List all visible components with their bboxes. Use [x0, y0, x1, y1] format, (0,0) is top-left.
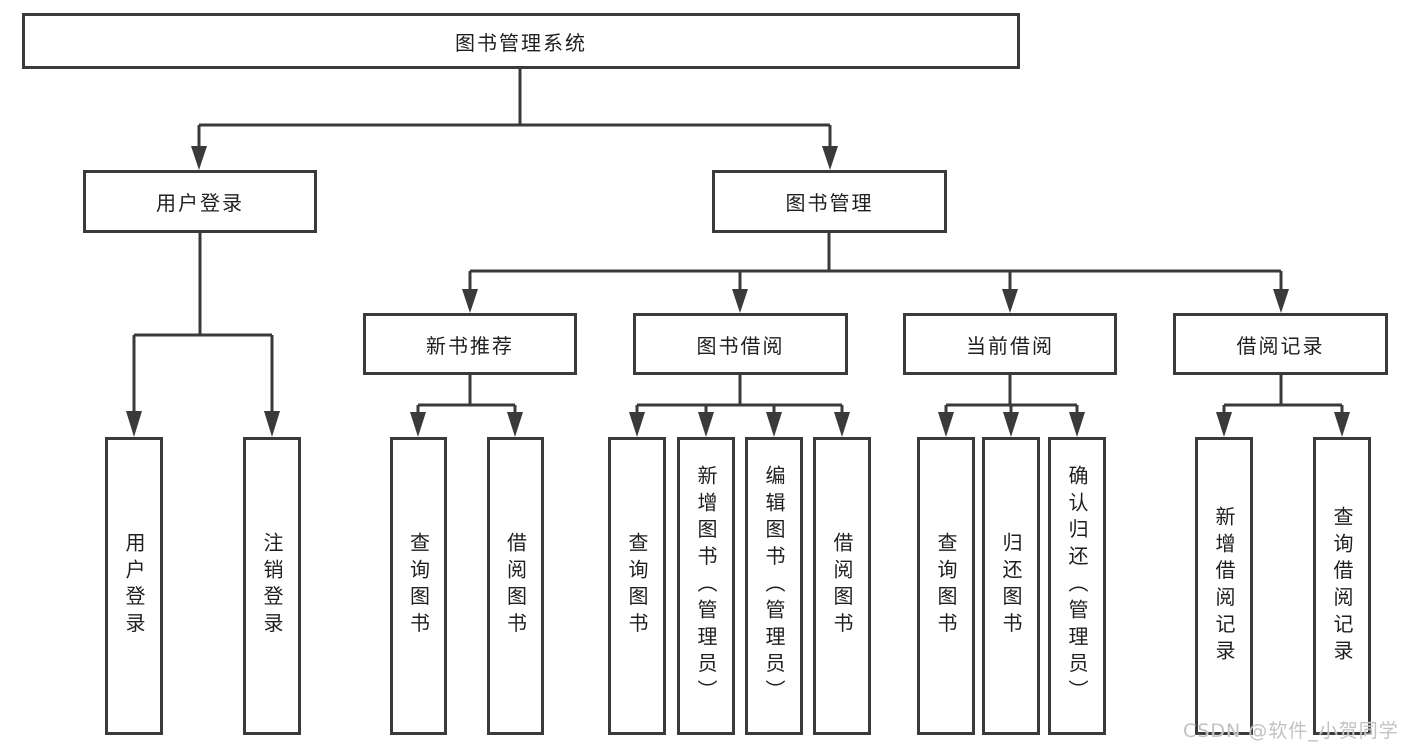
node-label: 用户登录 — [156, 191, 244, 215]
node-label: 图书管理 — [785, 191, 874, 215]
node-current-borrowing: 当前借阅 — [903, 313, 1117, 375]
node-label: 新增借阅记录 — [1212, 505, 1236, 667]
node-label: 图书借阅 — [696, 333, 785, 358]
csdn-watermark: CSDN @软件_小贺同学 — [1183, 720, 1399, 742]
node-label: 确认归还（管理员） — [1065, 465, 1089, 707]
leaf-return-books: 归还图书 — [982, 437, 1040, 735]
node-label: 借阅图书 — [830, 532, 854, 640]
node-label: 编辑图书（管理员） — [762, 465, 786, 707]
node-user-login: 用户登录 — [83, 170, 317, 233]
node-label: 注销登录 — [260, 532, 284, 640]
node-label: 借阅图书 — [503, 532, 528, 640]
node-library-management-system: 图书管理系统 — [22, 13, 1020, 69]
leaf-user-login: 用户登录 — [105, 437, 163, 735]
node-label: 查询图书 — [625, 532, 649, 640]
leaf-add-borrow-record: 新增借阅记录 — [1195, 437, 1253, 735]
leaf-query-books: 查询图书 — [917, 437, 975, 735]
node-label: 查询图书 — [934, 532, 958, 640]
node-label: 新书推荐 — [426, 333, 514, 358]
leaf-borrow-books: 借阅图书 — [487, 437, 544, 735]
leaf-confirm-return-admin: 确认归还（管理员） — [1048, 437, 1106, 735]
node-label: 图书管理系统 — [455, 30, 587, 55]
node-book-borrowing: 图书借阅 — [633, 313, 848, 375]
node-label: 用户登录 — [122, 532, 146, 640]
leaf-query-borrow-record: 查询借阅记录 — [1313, 437, 1371, 735]
leaf-edit-books-admin: 编辑图书（管理员） — [745, 437, 803, 735]
leaf-add-books-admin: 新增图书（管理员） — [677, 437, 735, 735]
node-label: 借阅记录 — [1236, 333, 1325, 358]
node-label: 查询图书 — [406, 532, 431, 640]
leaf-logout: 注销登录 — [243, 437, 301, 735]
node-label: 新增图书（管理员） — [694, 465, 718, 707]
node-label: 当前借阅 — [966, 333, 1054, 358]
node-book-management: 图书管理 — [712, 170, 947, 233]
node-label: 查询借阅记录 — [1330, 505, 1354, 667]
node-borrowing-records: 借阅记录 — [1173, 313, 1388, 375]
node-new-book-recommend: 新书推荐 — [363, 313, 577, 375]
leaf-borrow-books: 借阅图书 — [813, 437, 871, 735]
arrowhead-icons — [126, 146, 1350, 437]
node-label: 归还图书 — [999, 532, 1023, 640]
leaf-query-books: 查询图书 — [390, 437, 447, 735]
leaf-query-books: 查询图书 — [608, 437, 666, 735]
